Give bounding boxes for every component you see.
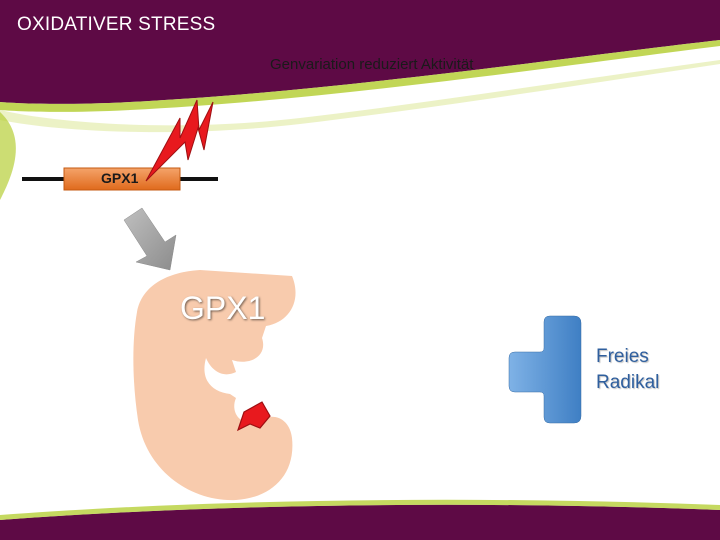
free-radical-shape: [508, 315, 582, 424]
protein-label: GPX1: [180, 290, 266, 326]
protein-shape: [133, 270, 296, 501]
radical-label: Freies Radikal: [596, 344, 686, 396]
gene-label: GPX1: [101, 170, 139, 186]
down-arrow-icon: [123, 207, 177, 271]
footer-band: [0, 499, 720, 540]
radical-label-line2: Radikal: [596, 372, 660, 393]
lightning-bolt-icon: [145, 99, 214, 182]
slide-title: OXIDATIVER STRESS: [17, 14, 216, 35]
active-site: [236, 401, 271, 432]
header-band: [0, 0, 720, 200]
radical-label-line1: Freies: [596, 346, 649, 367]
slide-subtitle: Genvariation reduziert Aktivität: [270, 56, 474, 73]
